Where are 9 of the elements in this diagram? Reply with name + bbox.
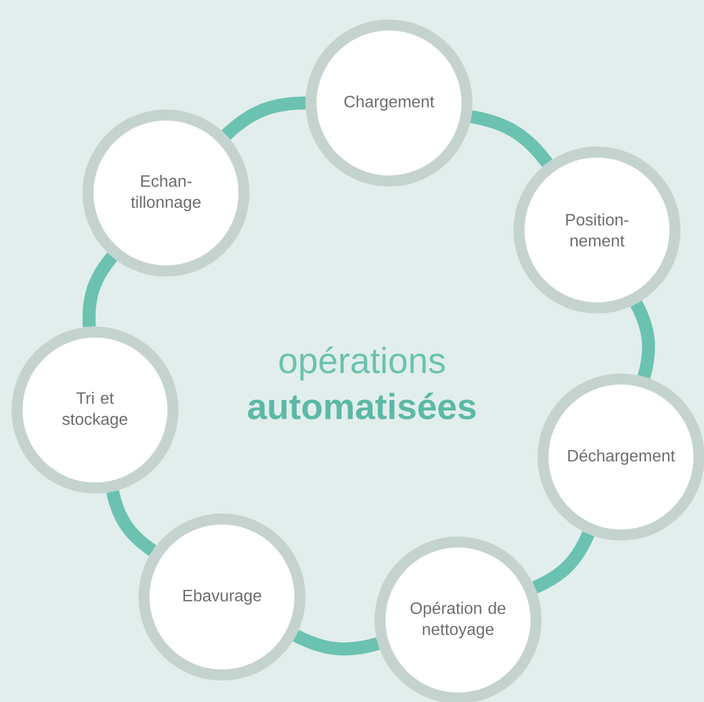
connector-arc — [222, 96, 306, 140]
connector-arc — [82, 252, 118, 327]
connector-arc — [293, 630, 380, 656]
connector-arc — [630, 300, 656, 378]
connector-arc — [532, 531, 594, 594]
connector-arc — [106, 490, 156, 556]
center-title: opérations — [279, 346, 445, 380]
center-title: automatisées — [248, 392, 476, 420]
connector-arc — [470, 110, 552, 167]
